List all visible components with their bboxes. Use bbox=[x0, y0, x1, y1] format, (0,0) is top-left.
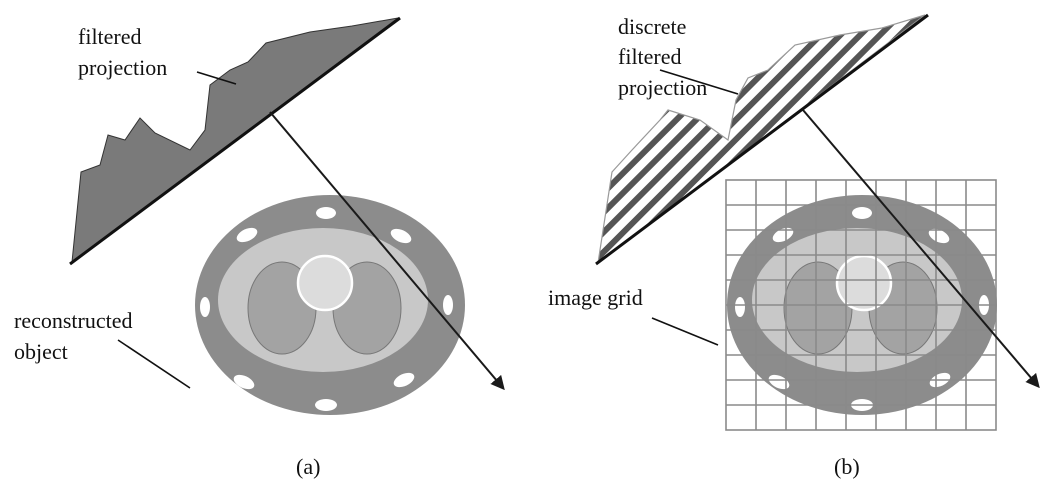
label-image-grid-b: image grid bbox=[548, 285, 643, 310]
label-reconstructed-a: reconstructed bbox=[14, 308, 133, 333]
label-discrete-b: discrete bbox=[618, 14, 686, 39]
reconstructed-object-a bbox=[195, 195, 465, 415]
label-projection-a: projection bbox=[78, 55, 167, 80]
label-projection-b: projection bbox=[618, 75, 707, 100]
leader-reconstructed-object-a bbox=[117, 339, 191, 389]
ring-holes-a bbox=[200, 207, 453, 411]
leader-discrete-projection-b bbox=[659, 69, 739, 95]
projection-axis-b bbox=[595, 13, 929, 266]
leader-image-grid-b bbox=[651, 317, 719, 346]
projection-arrow-b bbox=[802, 109, 1040, 389]
reconstructed-object-b bbox=[727, 195, 997, 415]
label-filtered-a: filtered bbox=[78, 24, 142, 49]
projection-arrow-a bbox=[269, 111, 505, 391]
panel-b: discrete filtered projection image grid … bbox=[548, 13, 1040, 479]
center-disk-a bbox=[296, 254, 354, 312]
caption-b: (b) bbox=[834, 454, 860, 479]
label-object-a: object bbox=[14, 339, 68, 364]
caption-a: (a) bbox=[296, 454, 320, 479]
label-filtered-b: filtered bbox=[618, 44, 682, 69]
panel-a: filtered projection reconstructed object… bbox=[14, 16, 505, 479]
leader-filtered-projection-a bbox=[196, 71, 237, 85]
center-disk-b bbox=[835, 254, 893, 312]
projection-axis-a bbox=[69, 16, 401, 266]
image-grid bbox=[725, 179, 997, 431]
